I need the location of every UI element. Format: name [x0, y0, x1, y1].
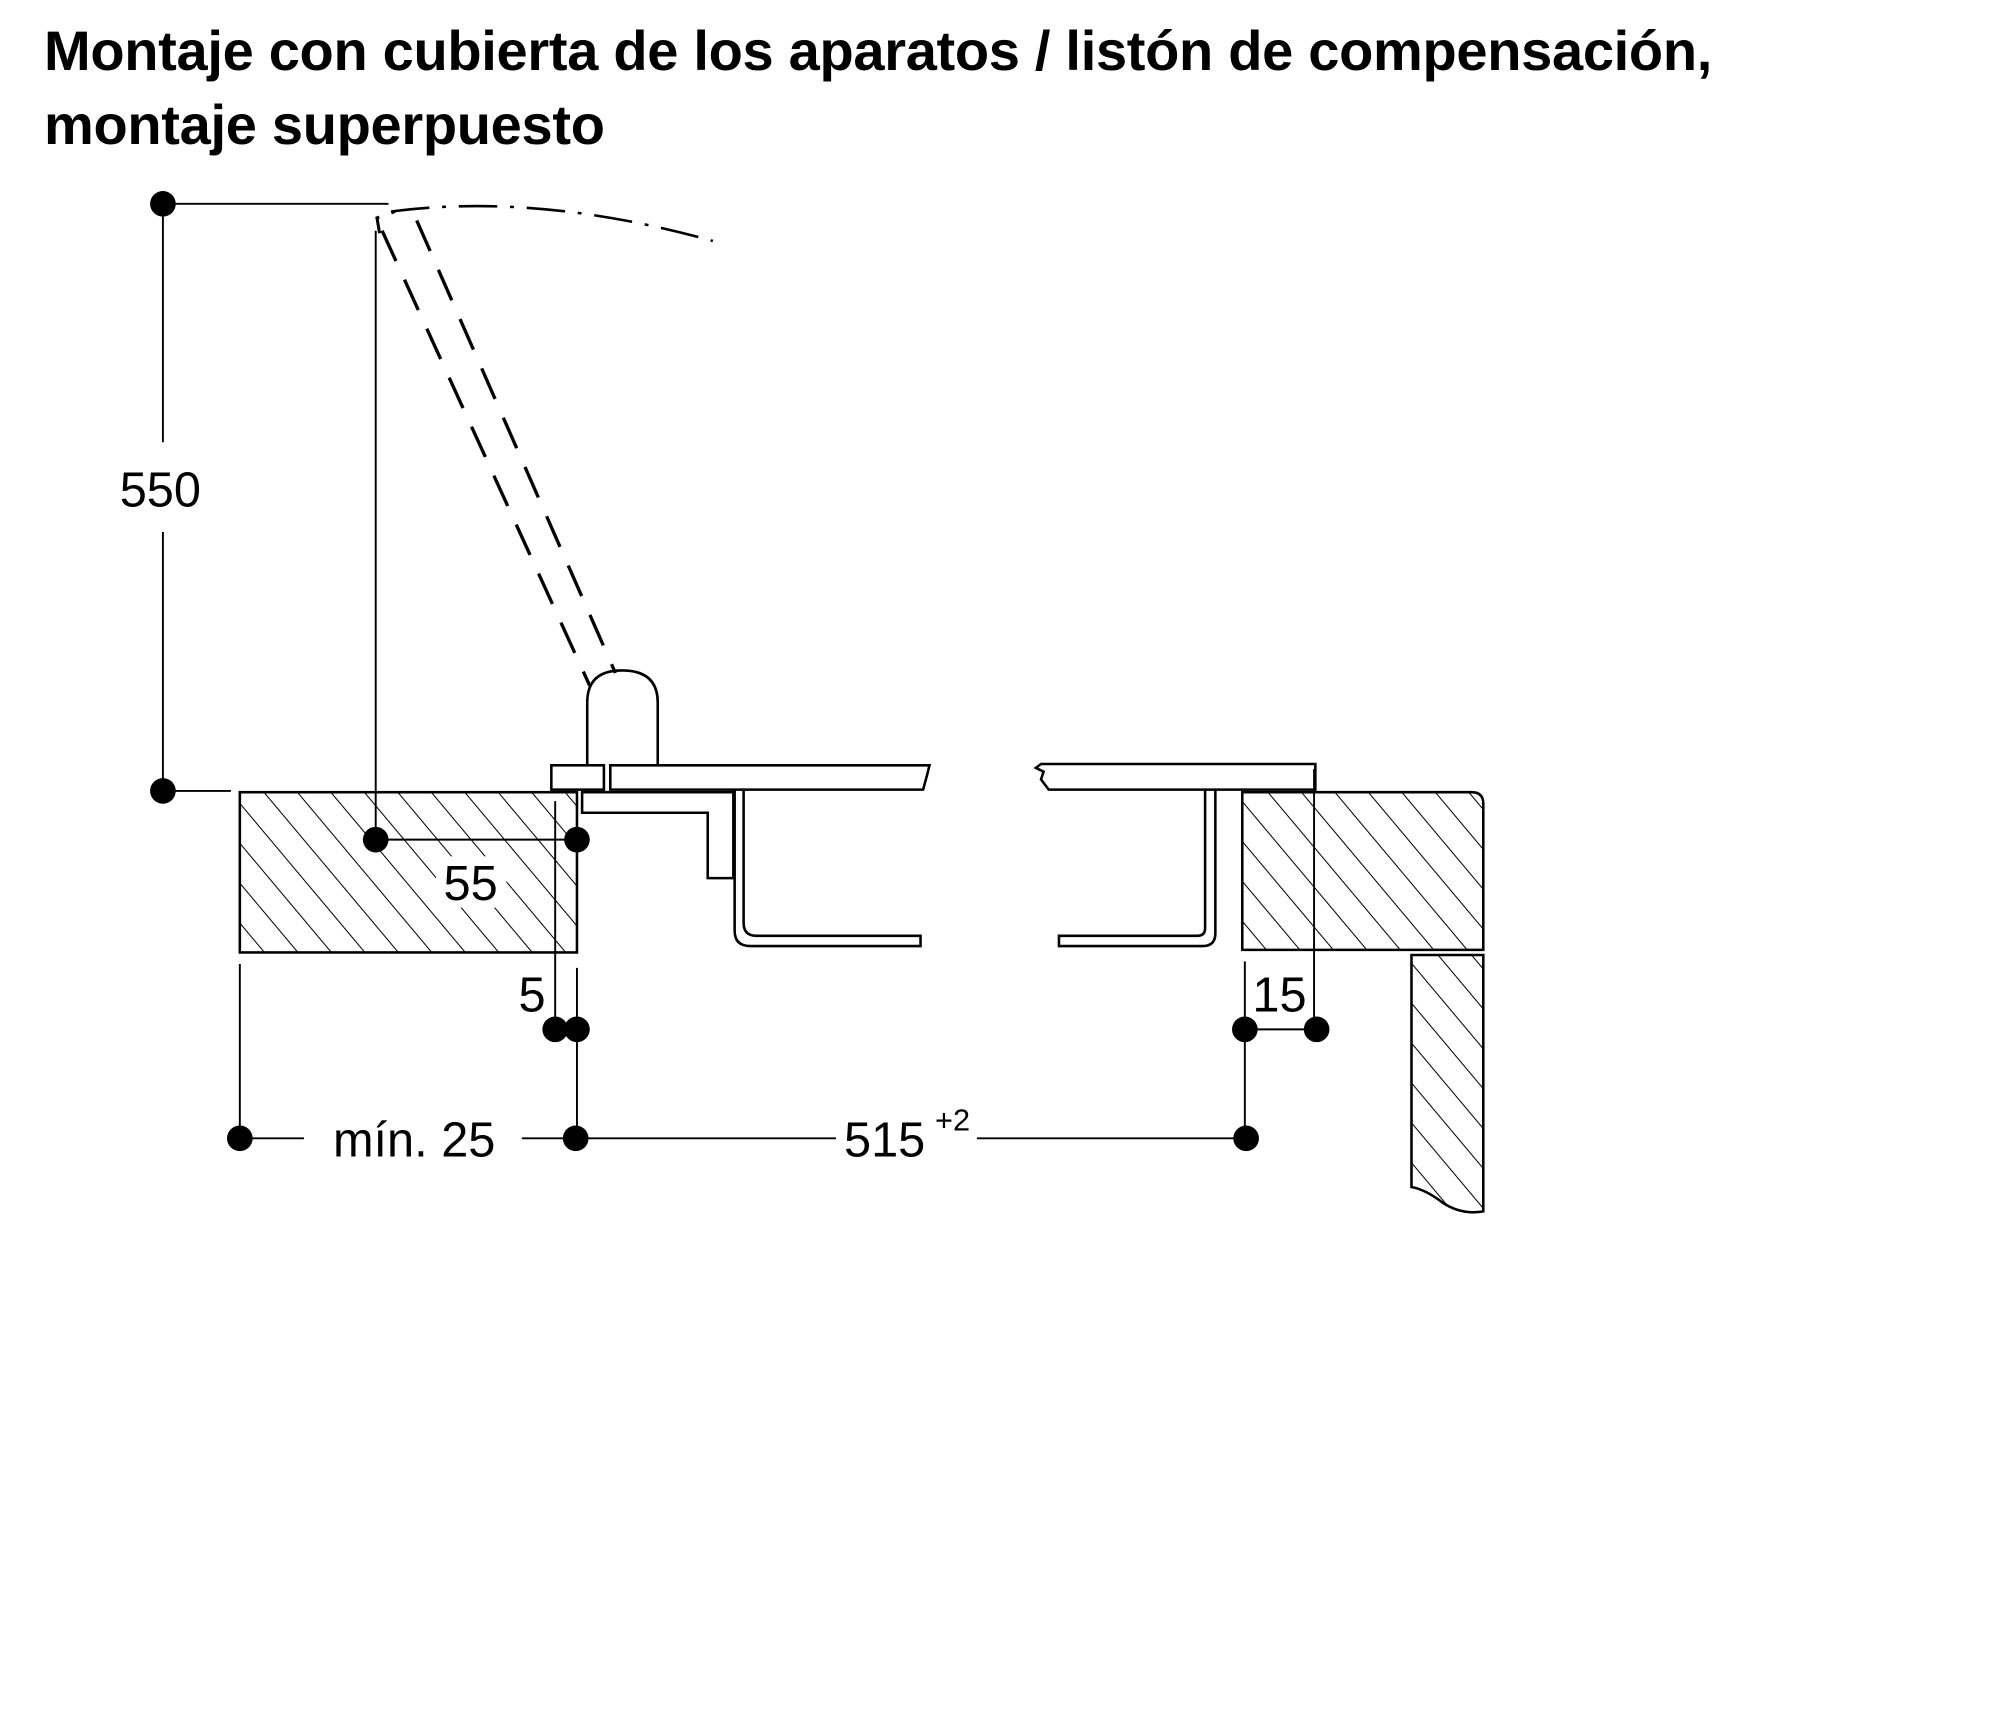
dimension-dot-top	[150, 191, 176, 217]
title-line-2: montaje superpuesto	[44, 93, 605, 156]
label-550: 550	[120, 463, 201, 517]
label-min-25: mín. 25	[333, 1113, 495, 1167]
dimension-bottom: mín. 25 515 +2	[227, 963, 1259, 1167]
appliance-bracket-right	[1033, 762, 1317, 948]
dimension-15: 15	[1232, 769, 1330, 1139]
dimension-55: 55	[362, 826, 590, 911]
cover-plate-left	[609, 764, 932, 791]
left-worktop	[238, 790, 579, 954]
label-515-tolerance: +2	[935, 1103, 970, 1138]
label-15: 15	[1252, 968, 1306, 1022]
cover-plate-right	[1033, 762, 1317, 791]
right-worktop	[1240, 790, 1485, 952]
label-515: 515	[844, 1113, 925, 1167]
label-55: 55	[443, 857, 497, 911]
page-title: Montaje con cubierta de los aparatos / l…	[44, 14, 1994, 162]
open-cover-outline	[375, 204, 714, 687]
appliance-cover	[550, 669, 932, 791]
dimension-dot-bottom	[150, 778, 176, 804]
title-line-1: Montaje con cubierta de los aparatos / l…	[44, 19, 1712, 82]
dimension-550: 550	[120, 191, 389, 804]
compensation-strip	[550, 764, 606, 791]
cabinet-side-panel	[1410, 953, 1485, 1214]
swing-arc	[390, 204, 714, 243]
label-5: 5	[519, 968, 546, 1022]
dimension-5: 5	[519, 801, 590, 1139]
appliance-bracket-left	[580, 789, 922, 948]
